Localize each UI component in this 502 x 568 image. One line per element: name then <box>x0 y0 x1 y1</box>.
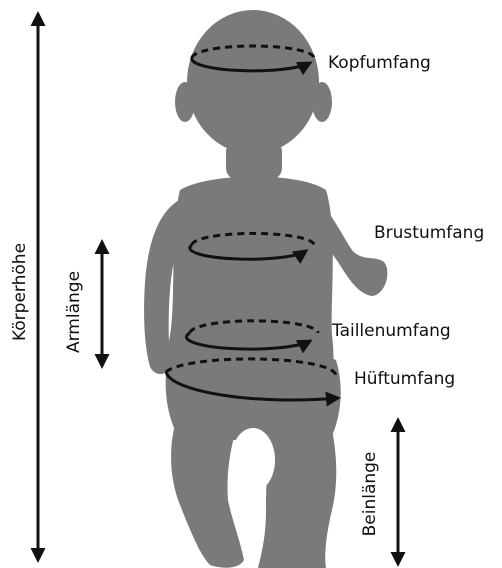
leg-gap <box>231 428 275 492</box>
beinlaenge-label: Beinlänge <box>360 452 380 537</box>
kopfumfang-label: Kopfumfang <box>328 53 431 73</box>
koerperhoehe-label: Körperhöhe <box>10 243 30 341</box>
armlaenge-label: Armlänge <box>64 271 84 353</box>
hueftumfang-label: Hüftumfang <box>354 369 455 389</box>
brustumfang-label: Brustumfang <box>374 223 484 243</box>
taillenumfang-label: Taillenumfang <box>331 321 451 341</box>
